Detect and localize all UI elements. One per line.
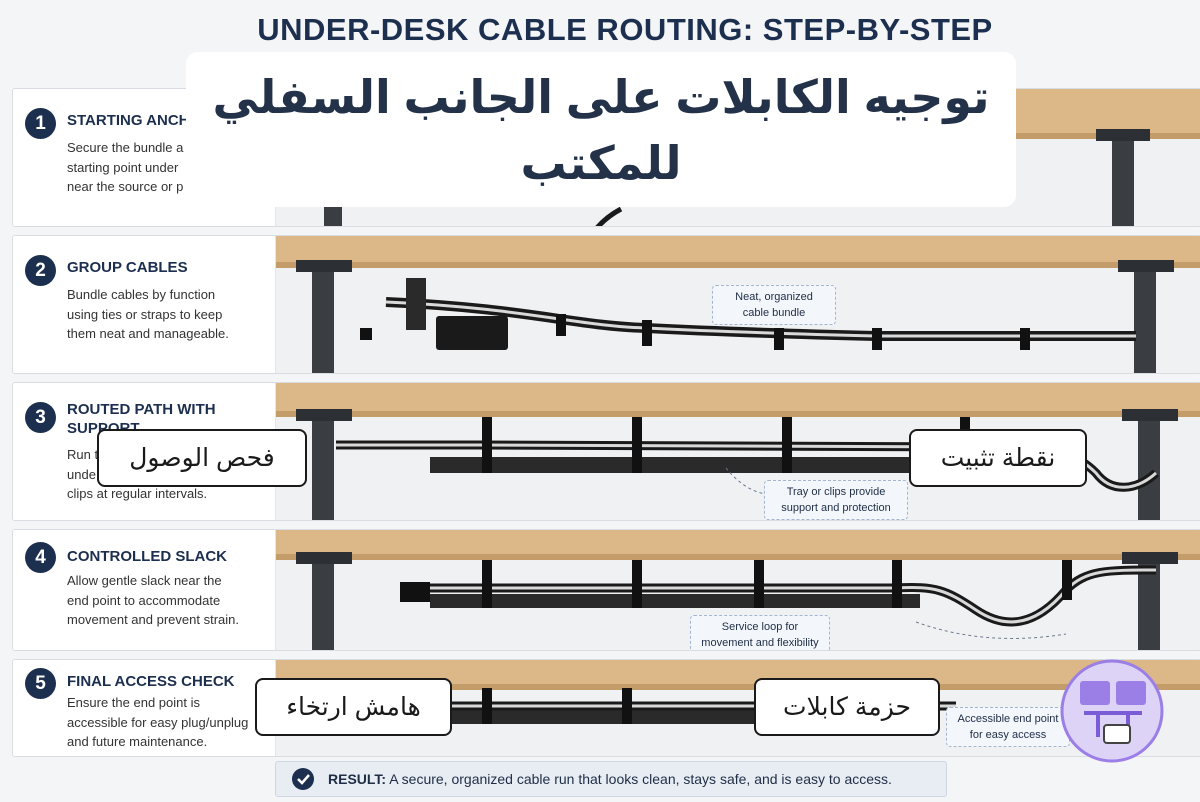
cable-tray bbox=[430, 457, 990, 473]
tray-clip bbox=[482, 417, 492, 473]
desk-leg bbox=[1134, 268, 1156, 373]
tray-clip bbox=[632, 560, 642, 608]
desk-leg bbox=[312, 268, 334, 373]
cable-tie bbox=[642, 320, 652, 346]
step-1-number: 1 bbox=[25, 108, 56, 139]
tray-clip bbox=[892, 560, 902, 608]
tag-cable-bundle: حزمة كابلات bbox=[754, 678, 940, 736]
tag-slack-margin: هامش ارتخاء bbox=[255, 678, 452, 736]
step-2-text: 2 GROUP CABLES Bundle cables by function… bbox=[13, 236, 276, 373]
tray-clip bbox=[754, 560, 764, 608]
step-3-number: 3 bbox=[25, 402, 56, 433]
desk-top bbox=[276, 383, 1200, 411]
step-4-number: 4 bbox=[25, 542, 56, 573]
tag-anchor-point: نقطة تثبيت bbox=[909, 429, 1087, 487]
step-5-number: 5 bbox=[25, 668, 56, 699]
check-icon bbox=[292, 768, 314, 790]
cable-tie bbox=[872, 328, 882, 350]
leg-bracket bbox=[1122, 552, 1178, 564]
step-2-number: 2 bbox=[25, 255, 56, 286]
cable-clip bbox=[406, 278, 426, 330]
tag-access-check: فحص الوصول bbox=[97, 429, 307, 487]
desk-leg bbox=[1138, 417, 1160, 520]
main-title: UNDER-DESK CABLE ROUTING: STEP-BY-STEP bbox=[0, 12, 1200, 48]
desk-edge bbox=[276, 554, 1200, 560]
leg-bracket bbox=[1096, 129, 1150, 141]
power-brick bbox=[436, 316, 508, 350]
cable-tray bbox=[430, 594, 920, 608]
tray-clip bbox=[482, 560, 492, 608]
plug bbox=[360, 328, 372, 340]
result-text: RESULT: A secure, organized cable run th… bbox=[328, 762, 892, 796]
cable-tie bbox=[774, 328, 784, 350]
leg-bracket bbox=[296, 409, 352, 421]
step-4-panel: 4 CONTROLLED SLACK Allow gentle slack ne… bbox=[12, 529, 1200, 651]
step-5-title: FINAL ACCESS CHECK bbox=[67, 672, 267, 691]
leg-bracket bbox=[296, 552, 352, 564]
step-4-title: CONTROLLED SLACK bbox=[67, 547, 267, 566]
desk-leg bbox=[1112, 139, 1134, 226]
tray-clip bbox=[622, 688, 632, 724]
tray-clip bbox=[1062, 560, 1072, 600]
desk-leg bbox=[312, 560, 334, 650]
leg-bracket bbox=[296, 260, 352, 272]
desk-top bbox=[276, 236, 1200, 262]
step-4-text: 4 CONTROLLED SLACK Allow gentle slack ne… bbox=[13, 530, 276, 650]
leg-bracket bbox=[1122, 409, 1178, 421]
desk-leg bbox=[312, 417, 334, 520]
step-5-text: 5 FINAL ACCESS CHECK Ensure the end poin… bbox=[13, 660, 276, 756]
arabic-title-overlay: توجيه الكابلات على الجانب السفلي للمكتب bbox=[186, 52, 1016, 207]
tray-clip bbox=[782, 417, 792, 473]
desk-edge bbox=[276, 411, 1200, 417]
plug bbox=[400, 582, 430, 602]
leg-bracket bbox=[1118, 260, 1174, 272]
desk-edge bbox=[276, 262, 1200, 268]
step-2-panel: 2 GROUP CABLES Bundle cables by function… bbox=[12, 235, 1200, 374]
tray-clip bbox=[632, 417, 642, 473]
cable bbox=[596, 209, 621, 226]
watermark-logo-icon bbox=[1058, 657, 1166, 765]
cable-tie bbox=[556, 314, 566, 336]
cable-tie bbox=[1020, 328, 1030, 350]
step-5-panel: 5 FINAL ACCESS CHECK Ensure the end poin… bbox=[12, 659, 1200, 757]
tray-clip bbox=[482, 688, 492, 724]
desk-top bbox=[276, 530, 1200, 554]
result-bar: RESULT: A secure, organized cable run th… bbox=[275, 761, 947, 797]
step-2-title: GROUP CABLES bbox=[67, 258, 267, 277]
